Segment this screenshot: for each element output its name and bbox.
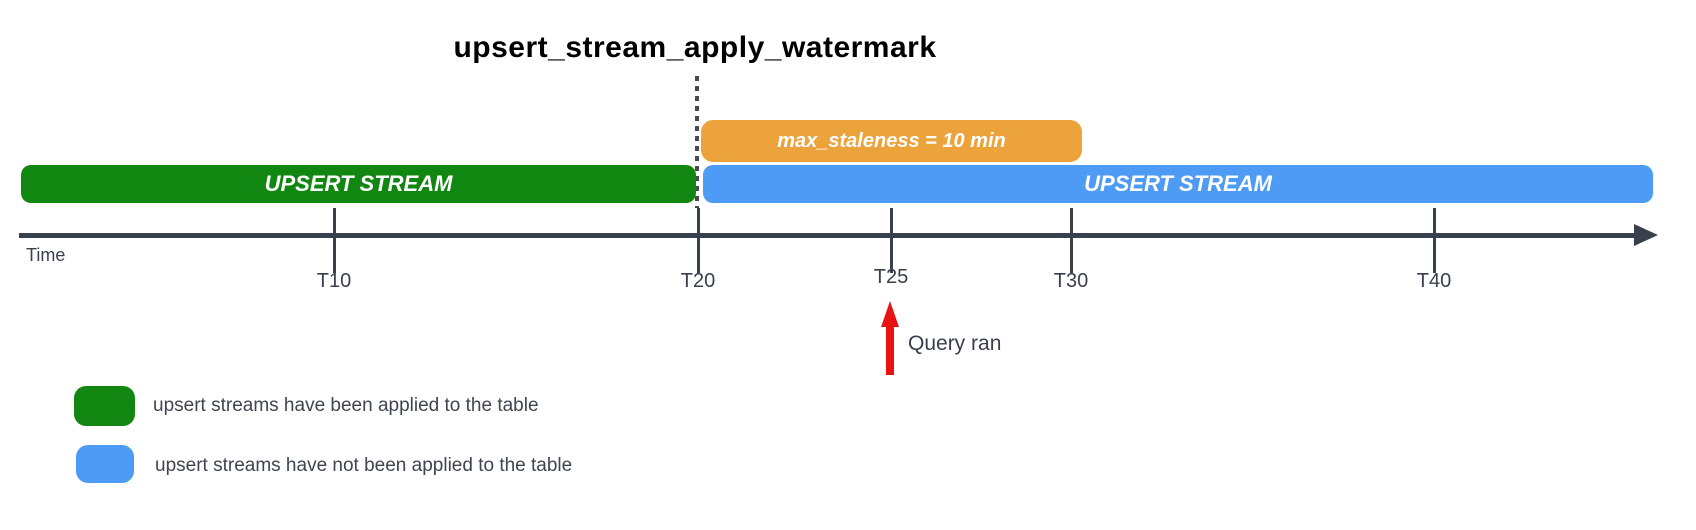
unapplied-upsert-stream-label: UPSERT STREAM — [1084, 171, 1272, 196]
tick-t25 — [890, 208, 893, 273]
query-ran-label: Query ran — [908, 332, 1002, 355]
tick-t10 — [333, 208, 336, 273]
applied-upsert-stream-bar: UPSERT STREAM — [21, 165, 696, 203]
tick-t40 — [1433, 208, 1436, 273]
time-axis-label: Time — [26, 245, 66, 265]
time-axis-line — [19, 233, 1639, 238]
diagram-title: upsert_stream_apply_watermark — [453, 31, 937, 64]
tick-label-t20: T20 — [680, 270, 716, 292]
max-staleness-label: max_staleness = 10 min — [777, 129, 1006, 152]
query-ran-arrow-icon — [881, 301, 899, 327]
time-axis-arrowhead-icon — [1634, 224, 1658, 246]
legend-swatch-not-applied — [76, 445, 134, 483]
tick-label-t25: T25 — [873, 266, 909, 288]
tick-label-t30: T30 — [1053, 270, 1089, 292]
query-ran-arrow-shaft — [886, 326, 894, 375]
legend-label-applied: upsert streams have been applied to the … — [153, 395, 539, 416]
tick-label-t10: T10 — [316, 270, 352, 292]
unapplied-upsert-stream-bar: UPSERT STREAM — [703, 165, 1653, 203]
tick-t30 — [1070, 208, 1073, 273]
legend-swatch-applied — [74, 386, 135, 426]
max-staleness-bar: max_staleness = 10 min — [701, 120, 1082, 162]
tick-label-t40: T40 — [1416, 270, 1452, 292]
legend-label-not-applied: upsert streams have not been applied to … — [155, 455, 573, 476]
tick-t20 — [697, 208, 700, 273]
applied-upsert-stream-label: UPSERT STREAM — [264, 171, 453, 196]
watermark-dotted-line — [695, 76, 699, 208]
